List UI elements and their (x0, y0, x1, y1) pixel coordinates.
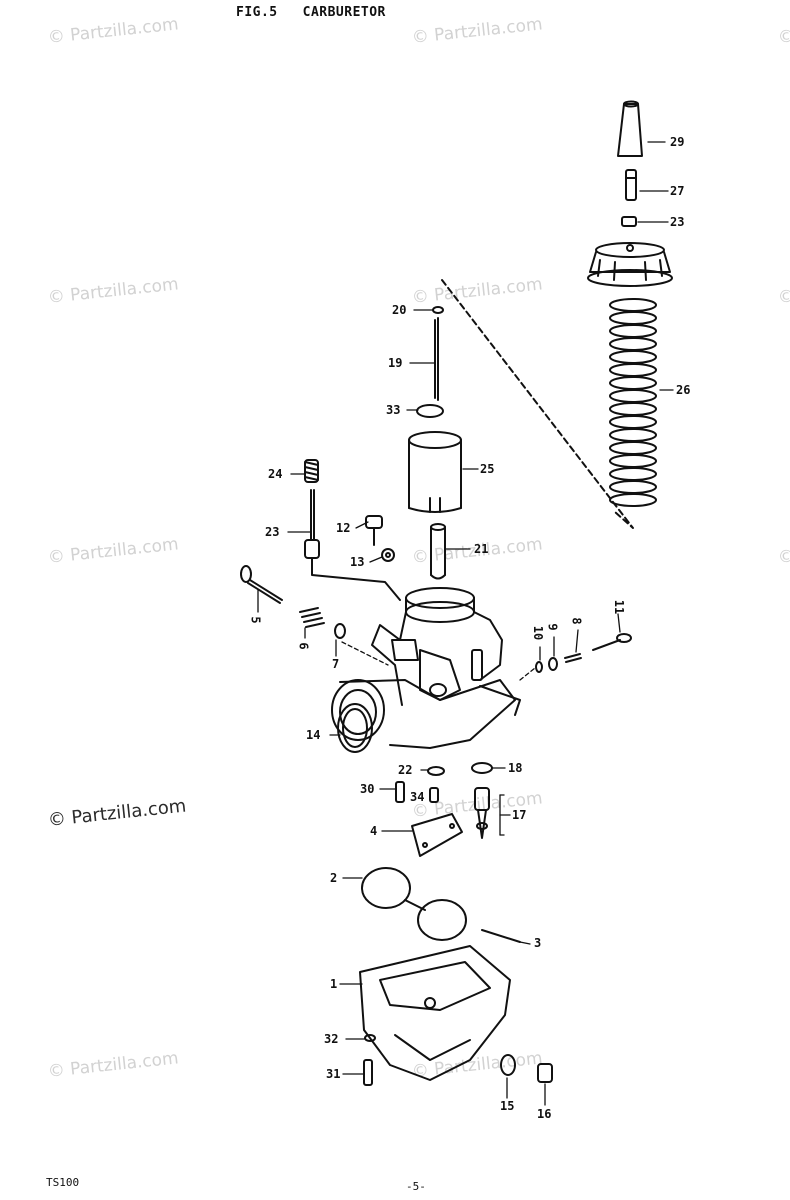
part-18-washer (471, 762, 493, 774)
part-23-cable-adjuster (304, 489, 401, 601)
callout-15: 15 (500, 1099, 515, 1113)
figure-title: FIG.5 CARBURETOR (236, 5, 386, 20)
part-27-adjuster (625, 169, 637, 201)
part-1-float-chamber (359, 945, 511, 1081)
callout-19: 19 (388, 356, 403, 370)
part-8-spring (564, 653, 582, 663)
callout-23: 23 (670, 215, 685, 229)
part-23-nut (621, 216, 637, 227)
part-carburetor-body (331, 587, 521, 749)
callout-17: 17 (512, 808, 527, 822)
callout-31: 31 (326, 1067, 341, 1081)
part-15-gasket (500, 1054, 516, 1076)
spring-coil (609, 428, 657, 442)
callout-10: 10 (531, 625, 546, 641)
part-4-plate (411, 813, 463, 857)
assembly-guide-line (441, 279, 634, 529)
callout-34: 34 (410, 790, 425, 804)
part-29-cap (617, 100, 643, 157)
part-mixing-chamber-cap (587, 242, 673, 287)
part-22-washer (427, 766, 445, 776)
spring-coil (609, 493, 657, 507)
callout-18: 18 (508, 761, 523, 775)
part-25-throttle-valve (408, 431, 462, 513)
part-5-idle-screw (240, 565, 283, 604)
part-32-screw (364, 1034, 376, 1042)
part-31-screw (363, 1059, 373, 1086)
part-34-jet (429, 787, 439, 803)
part-17-main-jet (474, 787, 490, 839)
callout-20: 20 (392, 303, 407, 317)
part-2-float (361, 867, 467, 941)
part-6-spring (299, 607, 325, 628)
callout-4: 4 (370, 824, 378, 838)
part-30-jet (395, 781, 405, 803)
spring-coil (609, 441, 657, 455)
callout-8: 8 (569, 617, 584, 625)
spring-coil (609, 298, 657, 312)
part-14-gasket (337, 703, 373, 753)
callout-5: 5 (248, 616, 263, 624)
part-24-spring (304, 459, 319, 483)
spring-coil (609, 376, 657, 390)
leader-lines (257, 141, 674, 1106)
spring-coil (609, 350, 657, 364)
callout-21: 21 (474, 542, 489, 556)
callout-16: 16 (537, 1107, 552, 1121)
callout-2: 2 (330, 871, 338, 885)
part-10-washer (535, 661, 543, 673)
part-11-pilot-screw (592, 633, 632, 651)
callout-33: 33 (386, 403, 401, 417)
callout-24: 24 (268, 467, 283, 481)
callout-27: 27 (670, 184, 685, 198)
callout-32: 32 (324, 1032, 339, 1046)
callout-26: 26 (676, 383, 691, 397)
part-12-screw (365, 515, 383, 546)
callout-11: 11 (612, 599, 627, 615)
part-9-oring (548, 657, 558, 671)
spring-coil (609, 480, 657, 494)
part-7-oring (334, 623, 346, 639)
callout-13: 13 (350, 555, 365, 569)
callout-12: 12 (336, 521, 351, 535)
spring-coil (609, 402, 657, 416)
callout-22: 22 (398, 763, 413, 777)
part-26-spring (609, 298, 657, 507)
callout-6: 6 (296, 642, 311, 650)
callout-29: 29 (670, 135, 685, 149)
page-number: -5- (406, 1180, 426, 1193)
callout-25: 25 (480, 462, 495, 476)
part-20-clip (432, 306, 444, 314)
callout-9: 9 (545, 623, 560, 631)
part-33-plate (416, 404, 444, 418)
part-13-washer (381, 548, 395, 562)
callout-7: 7 (332, 657, 340, 671)
part-21-tube (430, 523, 446, 580)
spring-coil (609, 454, 657, 468)
callout-14: 14 (306, 728, 321, 742)
part-3-float-pin (481, 929, 521, 943)
spring-coil (609, 415, 657, 429)
part-16-drain-plug (537, 1063, 553, 1083)
callout-1: 1 (330, 977, 338, 991)
callout-30: 30 (360, 782, 375, 796)
callout-23: 23 (265, 525, 280, 539)
model-label: TS100 (46, 1176, 80, 1189)
spring-coil (609, 389, 657, 403)
part-19-needle (434, 317, 439, 401)
spring-coil (609, 324, 657, 338)
spring-coil (609, 337, 657, 351)
spring-coil (609, 467, 657, 481)
spring-coil (609, 363, 657, 377)
spring-coil (609, 311, 657, 325)
callout-3: 3 (534, 936, 542, 950)
